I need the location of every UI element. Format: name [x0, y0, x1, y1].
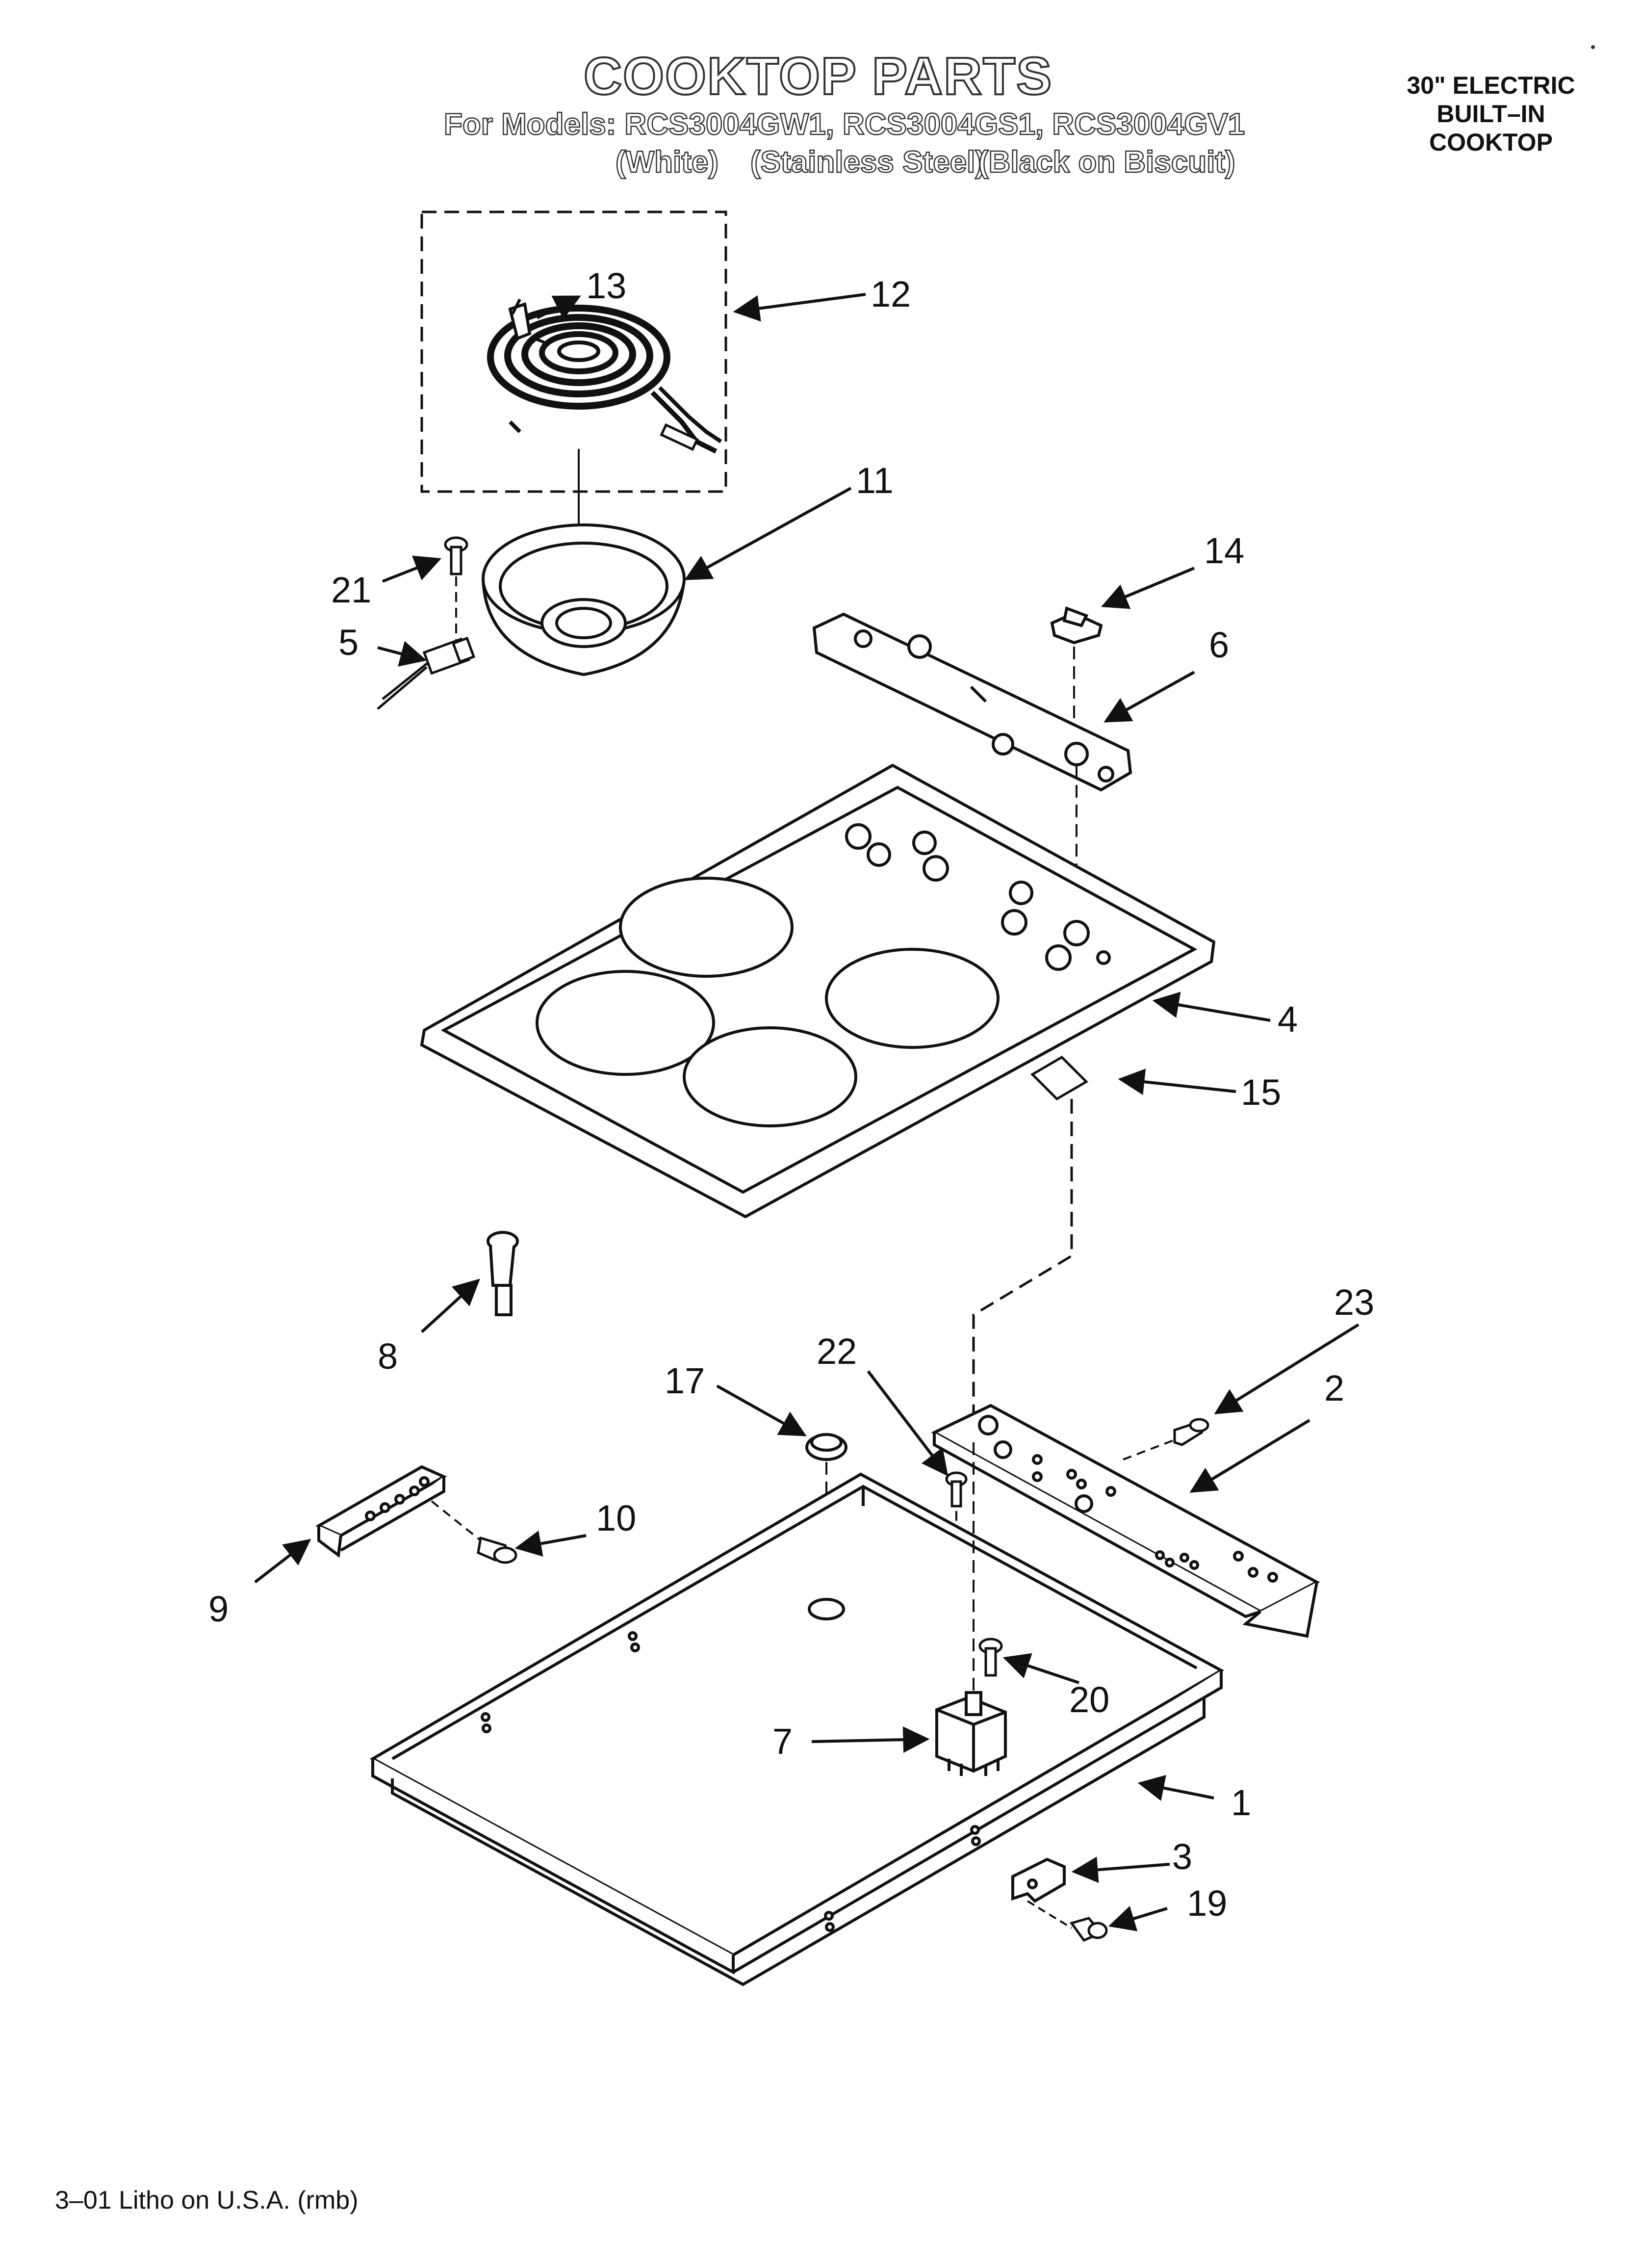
models-line: For Models: RCS3004GW1, RCS3004GS1, RCS3…: [443, 107, 1246, 142]
page-title: COOKTOP PARTS: [583, 45, 1053, 106]
drip-pan: [482, 523, 686, 677]
terminal-bracket-9: [315, 1465, 447, 1558]
callout-22: 22: [817, 1331, 857, 1372]
callout-10: 10: [596, 1498, 636, 1538]
indicator-light: [487, 1231, 519, 1316]
callout-7: 7: [772, 1721, 793, 1762]
callout-19: 19: [1187, 1883, 1227, 1924]
screw-23: [1173, 1418, 1209, 1446]
callout-11: 11: [856, 460, 894, 501]
callout-2: 2: [1324, 1368, 1344, 1408]
side-label-line1: 30" ELECTRIC: [1407, 72, 1575, 99]
surface-element-assembly: 13 12: [420, 210, 911, 493]
footer-litho: 3–01 Litho on U.S.A. (rmb): [55, 2186, 359, 2215]
callout-23: 23: [1334, 1282, 1374, 1323]
wire-connector-5: [377, 636, 476, 710]
callout-1: 1: [1231, 1782, 1251, 1823]
cooktop-glass-top: [420, 763, 1216, 1219]
callout-4: 4: [1278, 999, 1298, 1040]
finish-stainless: (Stainless Steel): [750, 145, 986, 180]
callout-13: 13: [586, 265, 626, 306]
registration-dot: [1591, 45, 1595, 49]
grommet: [805, 1433, 847, 1461]
callout-3: 3: [1172, 1836, 1192, 1877]
callout-8: 8: [378, 1336, 398, 1377]
terminal-clip-13: [508, 298, 532, 341]
callout-21: 21: [331, 570, 371, 610]
callout-14: 14: [1204, 530, 1244, 571]
control-bracket: [931, 1404, 1320, 1638]
screw-20: [978, 1638, 1003, 1677]
callout-9: 9: [208, 1589, 229, 1629]
callout-15: 15: [1241, 1072, 1281, 1113]
control-panel-overlay: [812, 612, 1132, 792]
callout-12: 12: [871, 274, 911, 314]
screw-10: [477, 1536, 517, 1564]
callout-20: 20: [1069, 1679, 1109, 1720]
screw-22: [945, 1471, 968, 1508]
side-label-line2: BUILT–IN: [1437, 100, 1545, 128]
burner-box: [369, 1472, 1225, 1986]
insulator-15: [1030, 1055, 1089, 1101]
side-label-line3: COOKTOP: [1429, 129, 1553, 156]
finish-white: (White): [615, 145, 719, 180]
control-knob: [1050, 606, 1103, 645]
callout-5: 5: [338, 622, 359, 663]
infinite-switch: [935, 1691, 1007, 1776]
callout-6: 6: [1209, 625, 1229, 665]
callout-17: 17: [665, 1360, 705, 1401]
finish-black: (Black on Biscuit): [978, 145, 1236, 180]
mounting-clip-3: [1011, 1857, 1066, 1903]
screw-19: [1069, 1917, 1108, 1942]
screw-21: [444, 536, 468, 575]
